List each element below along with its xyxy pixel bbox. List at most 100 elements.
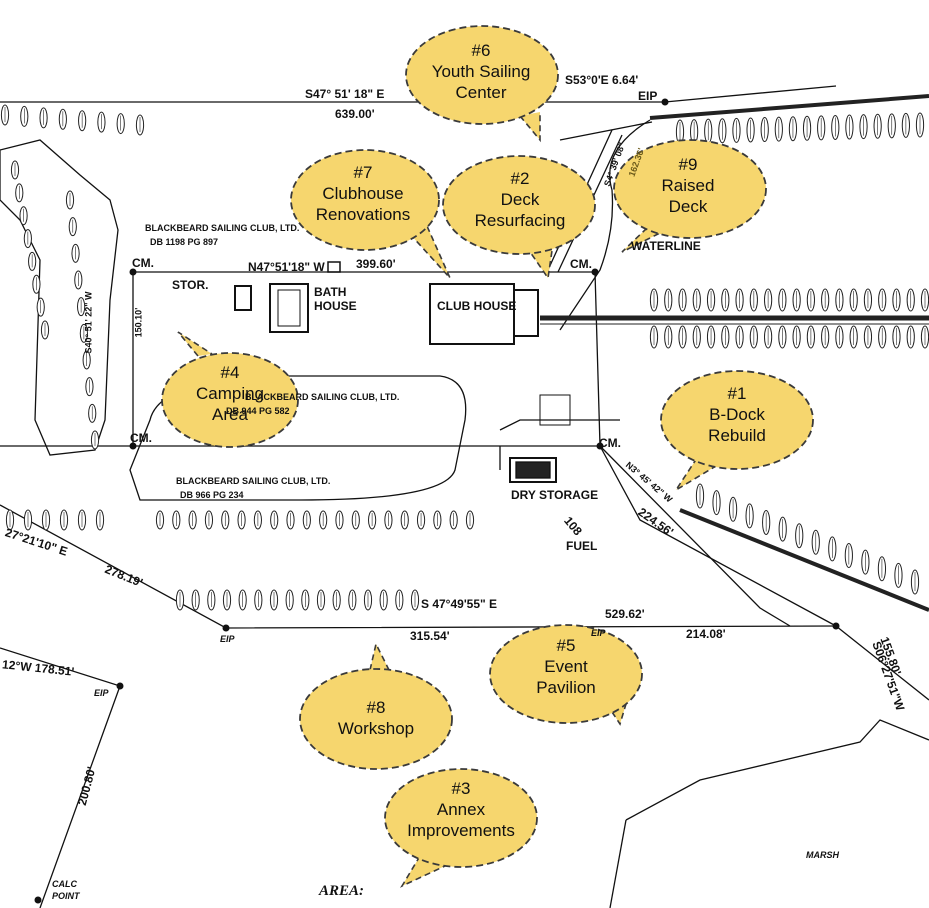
distance-north-label: 399.60'	[356, 257, 396, 271]
callout-3-line-2: Improvements	[407, 821, 515, 840]
callout-5-line-2: Pavilion	[536, 678, 596, 697]
eip-south-label: EIP	[220, 634, 235, 644]
callout-4-line-1: Camping	[195, 384, 265, 403]
survey-pin-2	[591, 268, 599, 276]
eip-sw-label: EIP	[94, 688, 109, 698]
owner-label-2: BLACKBEARD SAILING CLUB, LTD.	[245, 392, 400, 402]
south-boat-row-1	[155, 510, 475, 530]
callout-9-line-1: Raised	[661, 176, 715, 195]
marsh-line	[625, 719, 929, 821]
callout-3-line-1: Annex	[436, 800, 486, 819]
callout-6-youth-sailing-center[interactable]: #6 Youth Sailing Center	[405, 40, 557, 103]
dry-storage-fill	[515, 461, 551, 479]
survey-pin-8	[661, 98, 669, 106]
callout-6-shape	[405, 25, 559, 143]
callout-4-number: #4	[220, 363, 240, 382]
area-label: AREA:	[319, 883, 365, 899]
callout-7-shape	[290, 149, 451, 279]
callout-8-line-1: Workshop	[337, 719, 415, 738]
bath-house-label-line1: BATH	[314, 285, 347, 299]
callout-9-line-2: Deck	[668, 197, 708, 216]
callout-5-line-1: Event	[544, 657, 588, 676]
callout-4-camping-area[interactable]: #4 Camping Area	[162, 362, 298, 425]
cm-label-nw: CM.	[132, 256, 154, 270]
callout-7-line-1: Clubhouse	[322, 184, 404, 203]
bath-house-inner	[277, 289, 301, 327]
callout-8-ellipse	[299, 668, 453, 770]
deed-label-3: DB 966 PG 234	[180, 490, 244, 500]
eip-ne-label: EIP	[638, 89, 658, 103]
callout-3-number: #3	[451, 779, 471, 798]
deed-label-1: DB 1198 PG 897	[150, 237, 219, 247]
callout-6-line-2: Center	[455, 83, 507, 102]
callout-9-number: #9	[678, 155, 698, 174]
callout-4-ellipse	[161, 352, 299, 448]
marsh-line-2	[609, 819, 627, 908]
east-line-a	[594, 271, 837, 627]
bearing-west-label: S40° 51' 22" W	[83, 291, 94, 354]
callout-4-shape	[161, 331, 299, 448]
distance-west-label: 150.10'	[133, 307, 144, 338]
survey-pin-5	[222, 624, 230, 632]
callout-4-tail	[177, 331, 213, 357]
club-house-label: CLUB HOUSE	[437, 299, 517, 313]
callout-1-b-dock-rebuild[interactable]: #1 B-Dock Rebuild	[662, 383, 812, 446]
callout-3-shape	[384, 768, 538, 888]
calc-point-label-line2: POINT	[52, 891, 80, 901]
callout-9-shape	[613, 139, 767, 253]
project-callouts	[161, 25, 814, 888]
callout-9-raised-deck[interactable]: #9 Raised Deck	[612, 154, 764, 217]
cm-label-w: CM.	[130, 431, 152, 445]
main-pier-south-row	[649, 325, 929, 349]
survey-pin-3	[129, 442, 137, 450]
callout-1-line-1: B-Dock	[709, 405, 765, 424]
dry-storage-building	[509, 457, 557, 483]
left-cluster-row-1	[10, 160, 50, 340]
distance-south-b-label: 214.08'	[686, 627, 726, 641]
callout-2-line-2: Resurfacing	[474, 211, 566, 230]
boat-docks	[0, 94, 929, 612]
survey-pin-6	[832, 622, 840, 630]
callout-5-shape	[489, 624, 643, 726]
bearing-ne-label: S53°0'E 6.64'	[565, 73, 639, 87]
bath-house-label-line2: HOUSE	[314, 299, 357, 313]
callout-5-event-pavilion[interactable]: #5 Event Pavilion	[490, 635, 642, 698]
waterline-label: WATERLINE	[631, 239, 701, 253]
survey-pin-9	[34, 896, 42, 904]
cm-label-ne: CM.	[570, 257, 592, 271]
deed-label-2: DB 944 PG 582	[226, 406, 290, 416]
callout-1-number: #1	[727, 384, 747, 403]
callout-6-ellipse	[405, 25, 559, 125]
callout-7-clubhouse-renovations[interactable]: #7 Clubhouse Renovations	[290, 162, 436, 225]
stairs-structure	[539, 394, 571, 426]
calc-point-label-line1: CALC	[52, 879, 77, 889]
callout-8-workshop[interactable]: #8 Workshop	[300, 697, 452, 739]
distance-top-label: 639.00'	[335, 107, 375, 121]
survey-linework	[0, 85, 929, 908]
left-boat-area-outline	[0, 139, 119, 456]
road-line-a	[499, 419, 620, 431]
callout-3-annex-improvements[interactable]: #3 Annex Improvements	[386, 778, 536, 841]
callout-7-ellipse	[290, 149, 440, 251]
distance-south-a-label: 315.54'	[410, 629, 450, 643]
top-left-row	[0, 104, 145, 136]
callout-5-tail	[611, 703, 627, 726]
owner-label-3: BLACKBEARD SAILING CLUB, LTD.	[176, 476, 331, 486]
distance-south-total-label: 529.62'	[605, 607, 645, 621]
west-boat-row	[5, 509, 105, 531]
survey-pin-4	[596, 442, 604, 450]
callout-6-tail	[519, 112, 541, 143]
owner-label-1: BLACKBEARD SAILING CLUB, LTD.	[145, 223, 300, 233]
b-dock-pier	[679, 508, 929, 612]
callout-7-tail	[409, 225, 451, 279]
callout-2-deck-resurfacing[interactable]: #2 Deck Resurfacing	[440, 168, 600, 231]
callout-2-ellipse	[442, 155, 596, 255]
callout-6-number: #6	[471, 41, 491, 60]
bearing-south-label: S 47°49'55" E	[421, 597, 498, 611]
callout-7-line-2: Renovations	[315, 205, 411, 224]
bath-house-building	[269, 283, 309, 333]
callout-8-tail	[369, 641, 391, 673]
left-cluster-row-2	[65, 190, 100, 450]
bearing-north-label: N47°51'18" W	[248, 260, 325, 274]
